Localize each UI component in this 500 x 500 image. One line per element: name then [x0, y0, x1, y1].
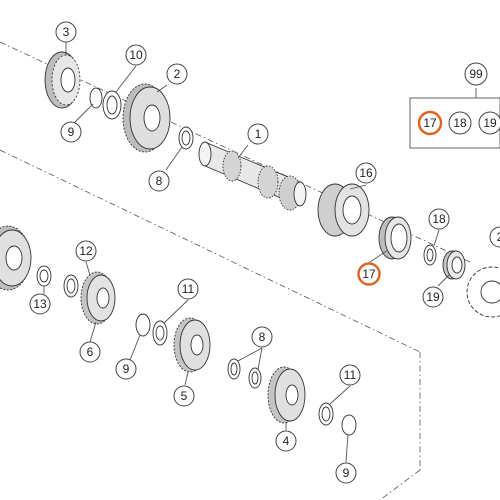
callout-18[interactable]: 18	[428, 208, 450, 230]
callout-10-label: 10	[129, 48, 143, 62]
callout-4[interactable]: 4	[275, 430, 297, 452]
callout-13-label: 13	[33, 297, 47, 311]
part-2-sprocket[interactable]	[466, 266, 500, 318]
callout-9-top-label: 9	[68, 125, 75, 139]
callout-13[interactable]: 13	[29, 293, 51, 315]
callout-1-label: 1	[255, 127, 262, 141]
callout-18-kit-label: 18	[453, 116, 467, 130]
callout-12-label: 12	[79, 244, 93, 258]
callout-3-label: 3	[63, 25, 70, 39]
callout-8-lower[interactable]: 8	[251, 326, 273, 348]
leader-lines	[43, 42, 477, 463]
callout-16[interactable]: 16	[355, 162, 377, 184]
callout-99-label: 99	[469, 67, 483, 81]
callout-12[interactable]: 12	[75, 240, 97, 262]
callout-17-kit-label: 17	[423, 116, 437, 130]
part-11-washer-mid[interactable]	[152, 320, 168, 346]
callout-19-kit[interactable]: 19	[478, 111, 500, 135]
callout-19[interactable]: 19	[422, 286, 444, 308]
part-8-bushings-lower[interactable]	[227, 358, 262, 389]
callout-17-diagram[interactable]: 17	[357, 262, 381, 286]
callout-17-diagram-label: 17	[362, 267, 376, 281]
part-11-washer-lower[interactable]	[318, 402, 334, 426]
callout-9-top[interactable]: 9	[60, 121, 82, 143]
callout-6-label: 6	[87, 345, 94, 359]
part-4-gear[interactable]	[267, 366, 306, 424]
part-6-gear[interactable]	[80, 271, 116, 325]
callout-1[interactable]: 1	[247, 123, 269, 145]
callout-5[interactable]: 5	[173, 385, 195, 407]
part-18-washer[interactable]	[423, 244, 437, 266]
callout-10[interactable]: 10	[125, 44, 147, 66]
callout-16-label: 16	[359, 166, 373, 180]
callout-11-mid[interactable]: 11	[177, 278, 199, 300]
part-9-circlip-mid[interactable]	[135, 313, 151, 337]
part-1-shaft[interactable]	[198, 141, 307, 211]
callout-11-lower[interactable]: 11	[339, 364, 361, 386]
part-gear-lower-left[interactable]	[0, 225, 32, 291]
part-17-seal-ring[interactable]	[378, 216, 412, 260]
callout-8-lower-label: 8	[259, 330, 266, 344]
callout-19-kit-label: 19	[483, 116, 497, 130]
callout-2-sprocket-label: 2	[497, 230, 500, 244]
callout-6[interactable]: 6	[79, 341, 101, 363]
callout-2-sprocket[interactable]: 2	[489, 226, 500, 248]
callout-18-kit[interactable]: 18	[448, 111, 472, 135]
part-3-gear[interactable]	[44, 51, 81, 109]
callout-8-top-label: 8	[156, 174, 163, 188]
callout-5-label: 5	[181, 389, 188, 403]
part-9-circlip-lower[interactable]	[341, 414, 357, 436]
part-2-gear[interactable]	[122, 83, 171, 153]
part-5-gear[interactable]	[173, 317, 211, 373]
callout-19-label: 19	[426, 290, 440, 304]
callout-9-mid-label: 9	[123, 362, 130, 376]
callout-3[interactable]: 3	[55, 21, 77, 43]
callout-4-label: 4	[283, 434, 290, 448]
callout-2[interactable]: 2	[166, 63, 188, 85]
part-8-bushing-top[interactable]	[178, 126, 194, 150]
callout-9-lower[interactable]: 9	[335, 462, 357, 484]
callout-2-label: 2	[174, 67, 181, 81]
callout-17-kit[interactable]: 17	[417, 110, 443, 136]
part-12-washer[interactable]	[63, 274, 79, 298]
part-10-washer[interactable]	[102, 90, 122, 120]
part-19-spacer[interactable]	[442, 250, 466, 280]
callout-9-mid[interactable]: 9	[115, 358, 137, 380]
callout-9-lower-label: 9	[343, 466, 350, 480]
callout-11-lower-label: 11	[344, 368, 357, 382]
part-13-bushing[interactable]	[36, 265, 52, 287]
part-9-circlip-top[interactable]	[89, 87, 103, 109]
callout-18-label: 18	[432, 212, 446, 226]
callout-8-top[interactable]: 8	[148, 170, 170, 192]
assembly-axes	[0, 41, 471, 500]
callout-99[interactable]: 99	[464, 62, 488, 86]
part-16-bearing[interactable]	[317, 183, 370, 237]
callout-11-mid-label: 11	[182, 282, 195, 296]
